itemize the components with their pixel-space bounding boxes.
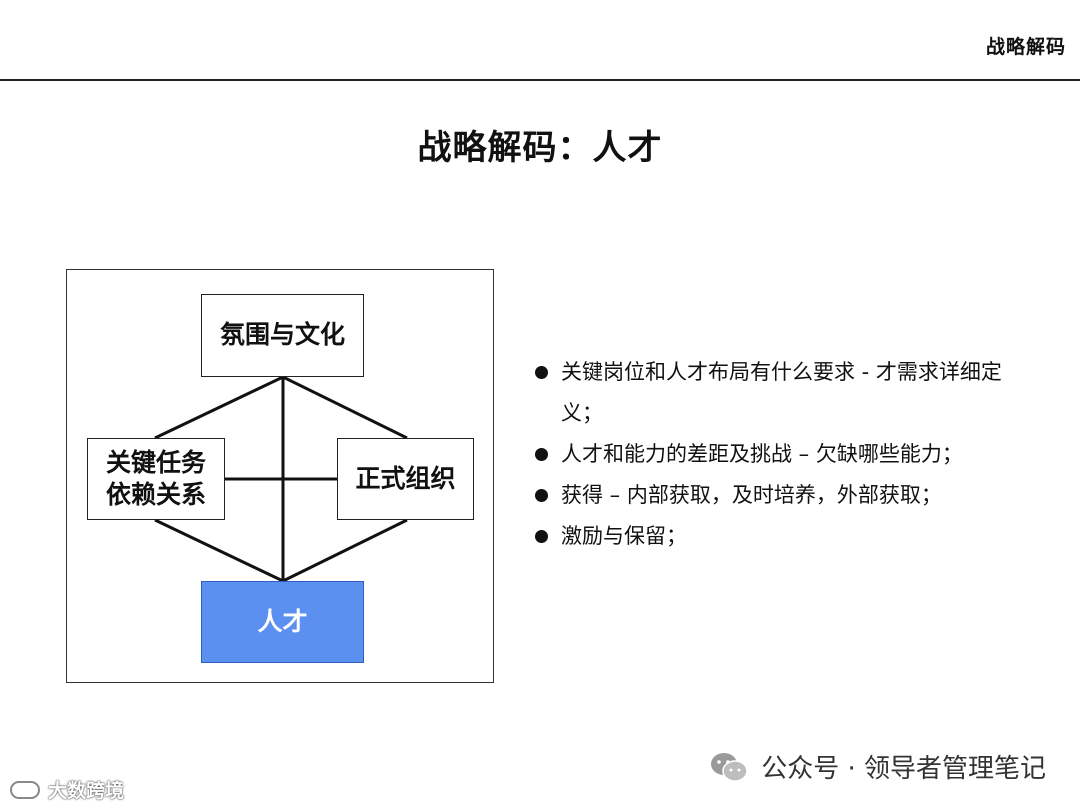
bullet-item: 人才和能力的差距及挑战 – 欠缺哪些能力；: [532, 434, 1032, 475]
connector-organization-talent: [282, 518, 408, 583]
bullet-text: 激励与保留；: [561, 524, 687, 548]
bullet-item: 激励与保留；: [532, 516, 1032, 557]
header-title: 战略解码: [985, 36, 1066, 58]
watermark-logo-icon: [10, 780, 40, 799]
bullet-text: 获得 – 内部获取，及时培养，外部获取；: [561, 483, 942, 507]
bullet-dot-icon: [535, 448, 548, 461]
bullet-dot-icon: [535, 530, 548, 543]
diagram-connectors: [154, 375, 408, 583]
connector-culture-tasks: [154, 375, 284, 440]
node-talent: 人才: [201, 581, 364, 663]
bullet-item: 关键岗位和人才布局有什么要求 - 才需求详细定义；: [532, 352, 1032, 434]
watermark: 大数跨境: [10, 776, 124, 803]
bullet-text: 关键岗位和人才布局有什么要求 - 才需求详细定义；: [561, 360, 1002, 425]
bullet-dot-icon: [535, 366, 548, 379]
watermark-text: 大数跨境: [48, 780, 125, 802]
connector-culture-organization: [282, 375, 408, 440]
wechat-icon: [711, 752, 748, 782]
bullet-dot-icon: [535, 489, 548, 502]
wechat-attribution: 公众号 · 领导者管理笔记: [709, 748, 1046, 785]
node-culture: 氛围与文化: [201, 294, 364, 377]
node-formal-organization: 正式组织: [337, 438, 474, 520]
bullet-item: 获得 – 内部获取，及时培养，外部获取；: [532, 475, 1032, 516]
wechat-account-label: 公众号 · 领导者管理笔记: [761, 754, 1046, 784]
bullet-list: 关键岗位和人才布局有什么要求 - 才需求详细定义； 人才和能力的差距及挑战 – …: [532, 352, 1032, 557]
connector-tasks-talent: [154, 518, 284, 583]
page-title: 战略解码：人才: [417, 128, 663, 168]
talent-diagram: 氛围与文化 关键任务 依赖关系 正式组织 人才: [66, 269, 494, 683]
node-key-tasks: 关键任务 依赖关系: [87, 438, 225, 520]
bullet-text: 人才和能力的差距及挑战 – 欠缺哪些能力；: [561, 442, 963, 466]
header-divider: [0, 79, 1080, 81]
